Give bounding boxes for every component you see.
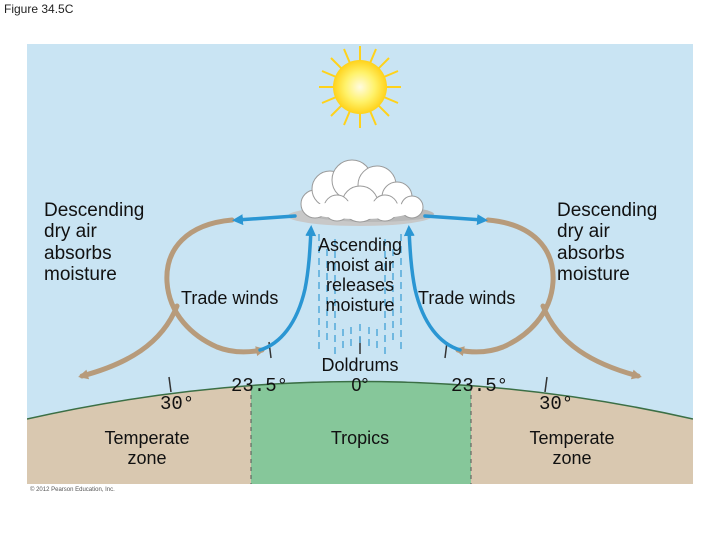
- trade-winds-left-label: Trade winds: [181, 288, 279, 308]
- latitude-23-5-left: 23.5°: [231, 375, 289, 397]
- figure-label: Figure 34.5C: [4, 2, 74, 16]
- ascending-air-label: Ascending moist air releases moisture: [317, 235, 403, 316]
- tropics-zone: [251, 381, 471, 484]
- rain-streaks: [318, 234, 402, 354]
- cloud-icon: [288, 159, 434, 226]
- sun-icon: [319, 46, 401, 128]
- latitude-23-5-right: 23.5°: [451, 375, 509, 397]
- copyright-notice: © 2012 Pearson Education, Inc.: [30, 487, 115, 493]
- left-outflow-arrow: [78, 303, 180, 380]
- tropics-label: Tropics: [330, 428, 390, 448]
- atmospheric-circulation-diagram: Descending dry air absorbs moisture Desc…: [27, 44, 693, 484]
- temperate-zone-left-label: Temperate zone: [104, 428, 190, 469]
- doldrums-label: Doldrums 0°: [321, 355, 399, 396]
- trade-winds-right-label: Trade winds: [418, 288, 516, 308]
- latitude-30-left: 30°: [160, 393, 195, 415]
- earth-surface: [27, 337, 693, 484]
- diagram-graphic: [27, 44, 693, 484]
- left-descending-label: Descending dry air absorbs moisture: [44, 200, 145, 285]
- right-outflow-arrow: [540, 303, 642, 380]
- rising-air-arrows: [232, 214, 488, 352]
- right-descending-label: Descending dry air absorbs moisture: [557, 200, 658, 285]
- circulation-arrows: [78, 217, 642, 380]
- temperate-zone-right-label: Temperate zone: [529, 428, 615, 469]
- latitude-30-right: 30°: [539, 393, 574, 415]
